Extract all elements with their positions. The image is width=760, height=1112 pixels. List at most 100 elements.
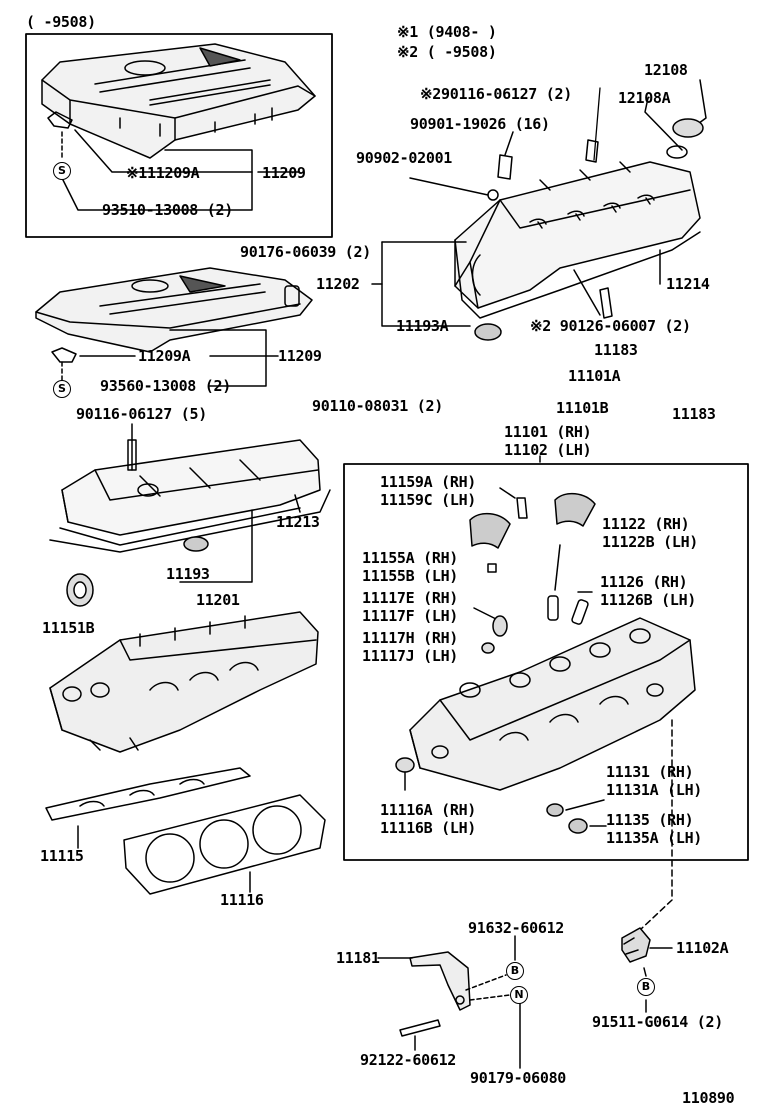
leader-11117ef [473, 607, 499, 621]
engine-cover-early [41, 43, 316, 159]
label-11181: 11181 [336, 949, 380, 967]
label-11117j: 11117J (LH) [362, 647, 459, 665]
note-2: ※2 ( -9508) [397, 43, 497, 61]
label-91511-g0614: 91511-G0614 (2) [592, 1013, 723, 1031]
label-11122: 11122 (RH) [602, 515, 690, 533]
leader-bolt-b-right [643, 967, 647, 977]
note-top-range: ( -9508) [26, 13, 96, 31]
label-11117h: 11117H (RH) [362, 629, 459, 647]
bolt-90176 [284, 285, 300, 307]
cover-bracket-early [47, 111, 73, 129]
leader-12108 [694, 79, 707, 127]
washer-90902 [487, 189, 499, 201]
bolt-11159 [516, 497, 528, 519]
head-gasket-11116 [123, 794, 326, 895]
guide-11122 [547, 595, 559, 621]
label-11202: 11202 [316, 275, 360, 293]
label-11115: 11115 [40, 847, 84, 865]
label-90126-06007: ※2 90126-06007 (2) [530, 317, 691, 335]
marker-s-mid: S [53, 380, 71, 398]
grommet-11193 [183, 536, 209, 552]
diagram-number: 110890 [682, 1089, 735, 1107]
label-12108: 12108 [644, 61, 688, 79]
label-11214: 11214 [666, 275, 710, 293]
oil-filler-cap [672, 118, 704, 138]
label-93510-13008: 93510-13008 (2) [102, 201, 233, 219]
engine-hanger-11102a [621, 927, 651, 963]
label-11101-rh: 11101 (RH) [504, 423, 592, 441]
plug-11117ef [492, 615, 508, 637]
label-11209-top: 11209 [262, 164, 306, 182]
cam-bearing-cap-11159 [469, 512, 511, 549]
label-11122b: 11122B (LH) [602, 533, 699, 551]
engine-hanger-11181 [409, 951, 471, 1011]
label-11131: 11131 (RH) [606, 763, 694, 781]
label-11209-mid: 11209 [278, 347, 322, 365]
label-11201: 11201 [196, 591, 240, 609]
leader-11202-gasket [381, 241, 471, 327]
cylinder-head-rh [409, 617, 696, 791]
marker-b-left: B [506, 962, 524, 980]
label-11135a: 11135A (LH) [606, 829, 703, 847]
grommet-11193a [474, 323, 502, 341]
stud-90116 [585, 139, 599, 163]
label-90116-06127-2: ※290116-06127 (2) [420, 85, 572, 103]
label-90116-06127-5: 90116-06127 (5) [76, 405, 207, 423]
label-11102-lh: 11102 (LH) [504, 441, 592, 459]
label-111209a: ※111209A [126, 164, 200, 182]
label-11116a: 11116A (RH) [380, 801, 477, 819]
label-11102a: 11102A [676, 939, 729, 957]
leader-90901 [504, 131, 514, 156]
plug-11117hj [481, 642, 495, 654]
label-11126b: 11126B (LH) [600, 591, 697, 609]
leader-nut-n [469, 994, 511, 1001]
label-90110-08031: 90110-08031 (2) [312, 397, 443, 415]
label-11183-a: 11183 [594, 341, 638, 359]
leader-12108a [644, 97, 683, 151]
leader-90116-2 [593, 87, 601, 161]
label-11117f: 11117F (LH) [362, 607, 459, 625]
cylinder-head-cover-lh [49, 439, 331, 553]
label-11155b: 11155B (LH) [362, 567, 459, 585]
label-93560-13008: 93560-13008 (2) [100, 377, 231, 395]
label-12108a: 12108A [618, 89, 671, 107]
label-11101b: 11101B [556, 399, 609, 417]
label-11193a: 11193A [396, 317, 449, 335]
marker-b-right: B [637, 978, 655, 996]
leader-11122 [554, 544, 561, 591]
engine-cover [35, 267, 313, 353]
cylinder-head-cover-rh [454, 161, 701, 319]
label-90179-06080: 90179-06080 [470, 1069, 567, 1087]
cam-bearing-cap-11122 [554, 492, 596, 527]
note-1: ※1 (9408- ) [397, 23, 497, 41]
plug-11135 [568, 818, 588, 834]
label-11193: 11193 [166, 565, 210, 583]
leader-90126 [573, 269, 601, 316]
label-11159c: 11159C (LH) [380, 491, 477, 509]
label-11159a: 11159A (RH) [380, 473, 477, 491]
leader-11209-top [61, 171, 253, 211]
label-11213: 11213 [276, 513, 320, 531]
leader-11201 [179, 509, 253, 583]
leader-111209a [74, 129, 253, 173]
stud-90116-5 [127, 439, 137, 471]
label-90901-19026: 90901-19026 (16) [410, 115, 550, 133]
seal-11116ab [395, 757, 415, 773]
cover-bracket [51, 347, 77, 363]
dowel-11155 [487, 563, 497, 573]
label-91632-60612: 91632-60612 [468, 919, 565, 937]
label-11101a: 11101A [568, 367, 621, 385]
cap-gasket [666, 145, 688, 159]
label-11117e: 11117E (RH) [362, 589, 459, 607]
leader-11159 [499, 487, 516, 499]
guide-11126 [571, 599, 589, 625]
plug-11131 [546, 803, 564, 817]
stud-90126 [599, 287, 613, 319]
label-11116: 11116 [220, 891, 264, 909]
label-11126: 11126 (RH) [600, 573, 688, 591]
early-cover-frame [25, 33, 333, 238]
leader-11209-mid [169, 329, 279, 387]
label-11135: 11135 (RH) [606, 811, 694, 829]
label-11209a: 11209A [138, 347, 191, 365]
